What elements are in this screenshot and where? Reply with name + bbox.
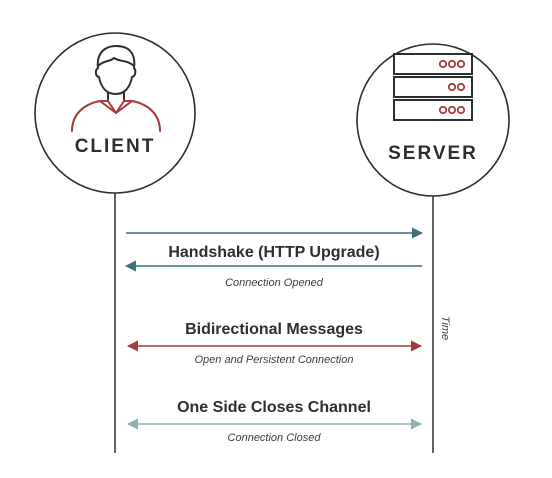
message-bidirectional: Bidirectional Messages Open and Persiste…	[126, 321, 423, 366]
close-subtitle: Connection Closed	[228, 432, 322, 444]
server-rack-icon	[393, 53, 473, 121]
client-node: CLIENT	[34, 32, 196, 194]
person-icon	[71, 45, 161, 132]
client-label: CLIENT	[75, 136, 156, 157]
bidirectional-subtitle: Open and Persistent Connection	[195, 354, 354, 366]
handshake-title: Handshake (HTTP Upgrade)	[168, 244, 379, 261]
bidirectional-title: Bidirectional Messages	[185, 321, 363, 338]
server-node: SERVER	[356, 43, 510, 197]
server-label: SERVER	[388, 143, 478, 164]
message-handshake: Handshake (HTTP Upgrade) Connection Open…	[124, 227, 424, 289]
time-label: Time	[439, 316, 451, 340]
handshake-subtitle: Connection Opened	[225, 277, 324, 289]
close-title: One Side Closes Channel	[177, 399, 371, 416]
message-close: One Side Closes Channel Connection Close…	[126, 399, 423, 444]
